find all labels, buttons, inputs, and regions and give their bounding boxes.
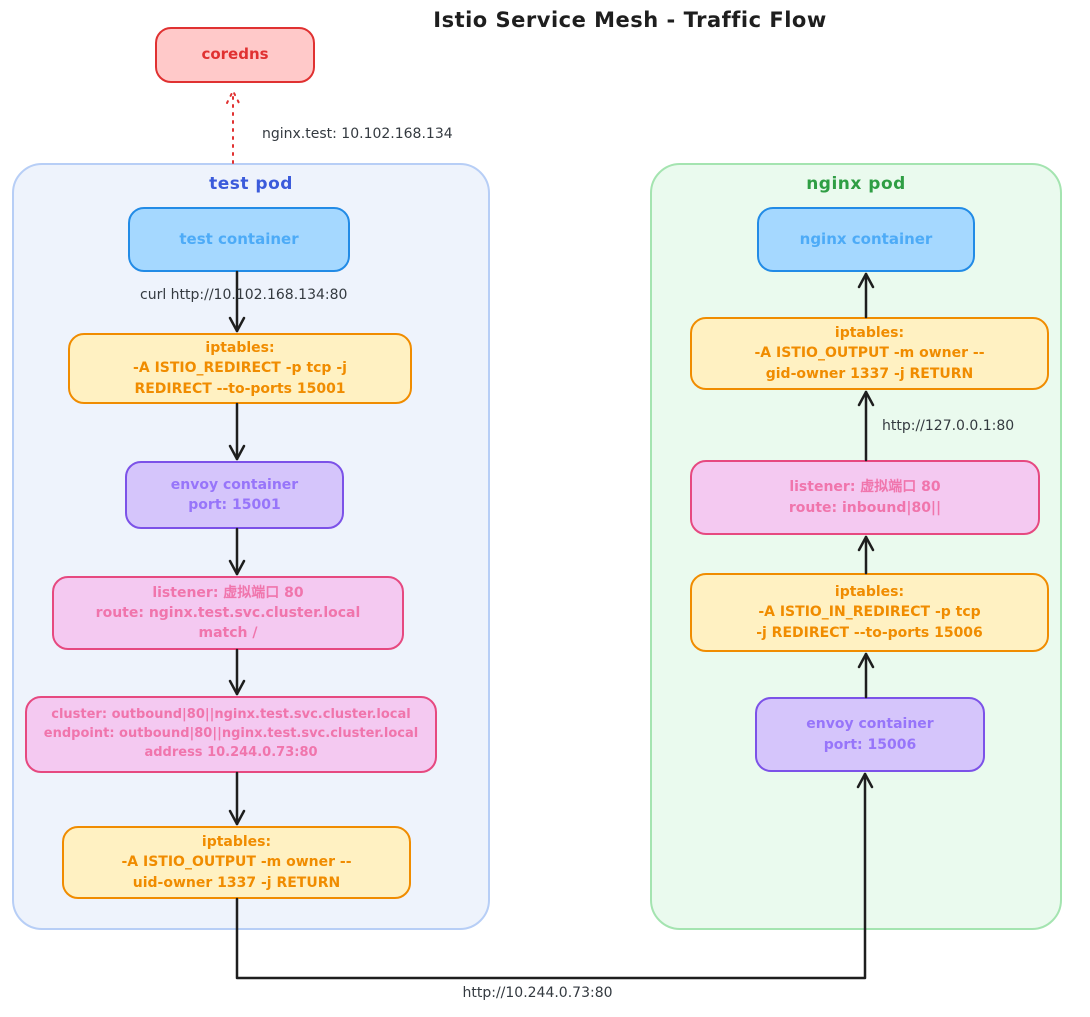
node-line: port: 15001: [188, 497, 281, 513]
node-line: listener: 虚拟端口 80: [789, 479, 941, 496]
node-line: -A ISTIO_OUTPUT -m owner --: [121, 854, 352, 871]
diagram-title: Istio Service Mesh - Traffic Flow: [433, 8, 827, 32]
coredns-label: coredns: [201, 45, 269, 64]
dns-lookup-arrow: [226, 90, 240, 164]
nginx-pod-label: nginx pod: [806, 174, 906, 194]
iptables-istio-in-redirect-node: iptables: -A ISTIO_IN_REDIRECT -p tcp -j…: [690, 573, 1049, 652]
node-line: -A ISTIO_OUTPUT -m owner --: [754, 345, 985, 362]
node-line: iptables:: [834, 325, 905, 342]
nginx-envoy-container-node: envoy container port: 15006: [755, 697, 985, 772]
node-line: -A ISTIO_IN_REDIRECT -p tcp: [758, 604, 981, 621]
curl-label: curl http://10.102.168.134:80: [140, 287, 348, 303]
test-envoy-container-node: envoy container port: 15001: [125, 461, 344, 529]
coredns-node: coredns: [155, 27, 315, 83]
node-line: route: nginx.test.svc.cluster.local: [95, 604, 361, 621]
node-line: iptables:: [834, 584, 905, 601]
test-cluster-node: cluster: outbound|80||nginx.test.svc.clu…: [25, 696, 437, 773]
iptables-istio-output-gid-node: iptables: -A ISTIO_OUTPUT -m owner -- gi…: [690, 317, 1049, 390]
pod-to-pod-label: http://10.244.0.73:80: [462, 985, 613, 1001]
node-line: match /: [198, 625, 258, 642]
iptables-istio-redirect-node: iptables: -A ISTIO_REDIRECT -p tcp -j RE…: [68, 333, 412, 404]
node-line: uid-owner 1337 -j RETURN: [132, 874, 341, 891]
node-line: iptables:: [201, 834, 272, 851]
node-line: envoy container: [170, 476, 299, 493]
node-line: cluster: outbound|80||nginx.test.svc.clu…: [51, 707, 411, 723]
test-pod: test pod: [12, 163, 490, 930]
dns-query-label: nginx.test: 10.102.168.134: [262, 126, 453, 142]
nginx-listener-node: listener: 虚拟端口 80 route: inbound|80||: [690, 460, 1040, 535]
node-line: iptables:: [205, 340, 275, 357]
node-line: endpoint: outbound|80||nginx.test.svc.cl…: [43, 726, 419, 742]
nginx-container-node: nginx container: [757, 207, 975, 272]
node-line: route: inbound|80||: [788, 499, 942, 516]
test-container-node: test container: [128, 207, 350, 272]
iptables-istio-output-uid-node: iptables: -A ISTIO_OUTPUT -m owner -- ui…: [62, 826, 411, 899]
node-line: -j REDIRECT --to-ports 15006: [756, 624, 983, 641]
node-line: envoy container: [806, 716, 934, 733]
node-line: port: 15006: [823, 736, 917, 753]
test-listener-node: listener: 虚拟端口 80 route: nginx.test.svc.…: [52, 576, 404, 650]
loopback-label: http://127.0.0.1:80: [882, 418, 1015, 434]
node-line: gid-owner 1337 -j RETURN: [765, 365, 974, 382]
node-line: listener: 虚拟端口 80: [152, 584, 304, 601]
node-line: nginx container: [799, 229, 933, 248]
test-pod-label: test pod: [209, 174, 293, 194]
nginx-pod: nginx pod: [650, 163, 1062, 930]
node-line: -A ISTIO_REDIRECT -p tcp -j: [133, 360, 347, 377]
node-line: address 10.244.0.73:80: [144, 744, 318, 760]
node-line: REDIRECT --to-ports 15001: [134, 380, 346, 397]
node-line: test container: [179, 229, 299, 248]
